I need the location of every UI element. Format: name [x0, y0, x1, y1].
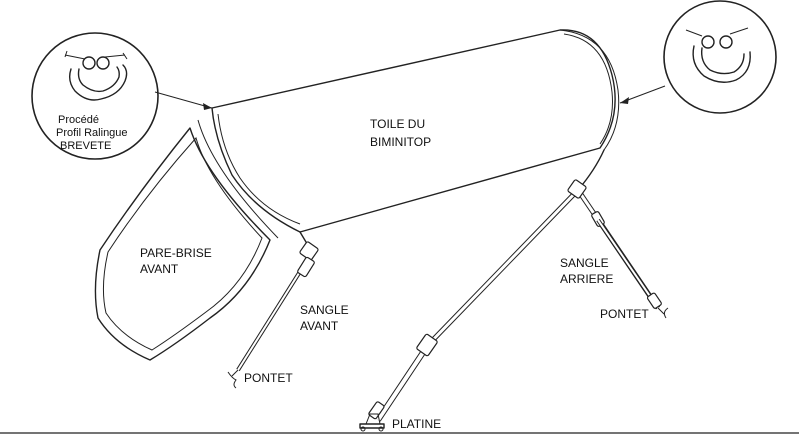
- process-label-line3: BREVETE: [60, 140, 111, 152]
- right-detail: [619, 0, 777, 114]
- rear-eyelet-label: PONTET: [600, 307, 649, 321]
- process-label-line1: Procédé: [58, 114, 99, 126]
- canvas-label-line1: TOILE DU: [370, 117, 425, 131]
- windshield: PARE-BRISE AVANT: [94, 119, 279, 361]
- front-strap-label-line1: SANGLE: [300, 303, 349, 317]
- left-detail: Procédé Profil Ralingue BREVETE: [31, 32, 213, 160]
- front-strap-label-line2: AVANT: [300, 319, 339, 333]
- boltrope-profile-icon: [64, 50, 128, 101]
- rear-strap: SANGLE ARRIERE PONTET: [560, 218, 669, 321]
- front-eyelet-label: PONTET: [244, 371, 293, 385]
- front-strap: SANGLE AVANT PONTET: [227, 256, 349, 389]
- canvas-label-line2: BIMINITOP: [370, 135, 431, 149]
- process-label-line2: Profil Ralingue: [56, 127, 128, 139]
- windshield-label-line2: AVANT: [140, 262, 179, 276]
- deck-plate: PLATINE: [359, 413, 441, 432]
- windshield-label-line1: PARE-BRISE: [140, 246, 212, 260]
- rear-strap-label-line2: ARRIERE: [560, 272, 613, 286]
- frame: [299, 149, 661, 422]
- deck-plate-label: PLATINE: [392, 417, 441, 431]
- bimini-canvas: TOILE DU BIMINITOP: [211, 29, 620, 233]
- boltrope-profile-icon-right: [685, 27, 751, 83]
- rear-strap-label-line1: SANGLE: [560, 256, 609, 270]
